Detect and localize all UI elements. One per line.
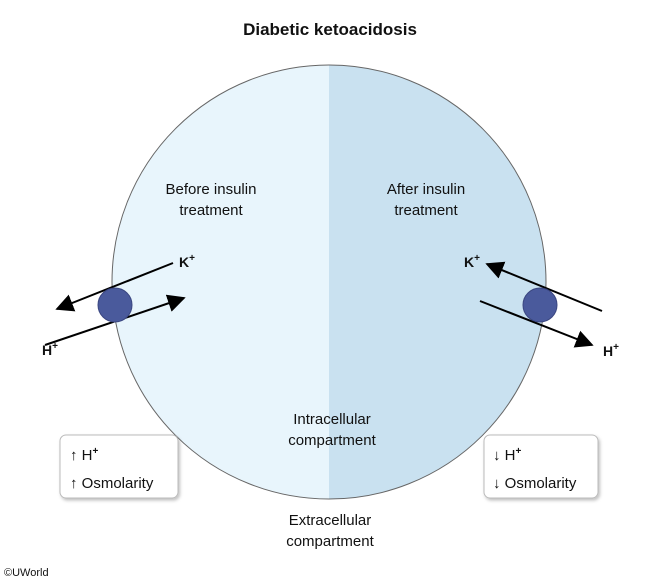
left-k-charge: + <box>189 253 195 264</box>
left-box-row2: ↑ Osmolarity <box>70 475 154 492</box>
left-ion-pump <box>97 287 133 323</box>
intracellular-line1: Intracellular <box>293 411 371 428</box>
left-summary-box <box>59 434 179 499</box>
left-heading-line2: treatment <box>179 202 243 219</box>
left-h-label: H+ <box>42 341 58 358</box>
right-ion-pump <box>522 287 558 323</box>
intracellular-line2: compartment <box>288 432 376 449</box>
right-h-charge: + <box>613 342 619 353</box>
left-k-label: K+ <box>179 253 195 270</box>
right-h-label: H+ <box>603 342 619 359</box>
left-box-row1-text: ↑ H <box>70 447 93 464</box>
right-box-row1-text: ↓ H <box>493 447 516 464</box>
cell-membrane <box>111 64 547 500</box>
copyright-label: ©UWorld <box>4 567 49 579</box>
left-h-charge: + <box>52 341 58 352</box>
extracellular-line1: Extracellular <box>289 512 372 529</box>
left-h-symbol: H <box>42 342 52 358</box>
right-k-symbol: K <box>464 254 474 270</box>
left-heading-line1: Before insulin <box>166 181 257 198</box>
diagram-title: Diabetic ketoacidosis <box>243 20 417 39</box>
right-box-row1: ↓ H+ <box>493 446 522 464</box>
left-box-row1: ↑ H+ <box>70 446 99 464</box>
right-heading-line2: treatment <box>394 202 458 219</box>
left-k-arrow <box>55 262 174 312</box>
extracellular-line2: compartment <box>286 533 374 550</box>
right-h-symbol: H <box>603 343 613 359</box>
right-k-label: K+ <box>464 253 480 270</box>
right-box-row2: ↓ Osmolarity <box>493 475 577 492</box>
right-h-arrow <box>479 300 594 348</box>
left-box-row1-sup: + <box>93 446 99 457</box>
right-summary-box <box>483 434 599 499</box>
right-box-row1-sup: + <box>516 446 522 457</box>
right-k-arrow <box>485 261 603 312</box>
left-k-symbol: K <box>179 254 189 270</box>
right-heading-line1: After insulin <box>387 181 465 198</box>
right-k-charge: + <box>474 253 480 264</box>
